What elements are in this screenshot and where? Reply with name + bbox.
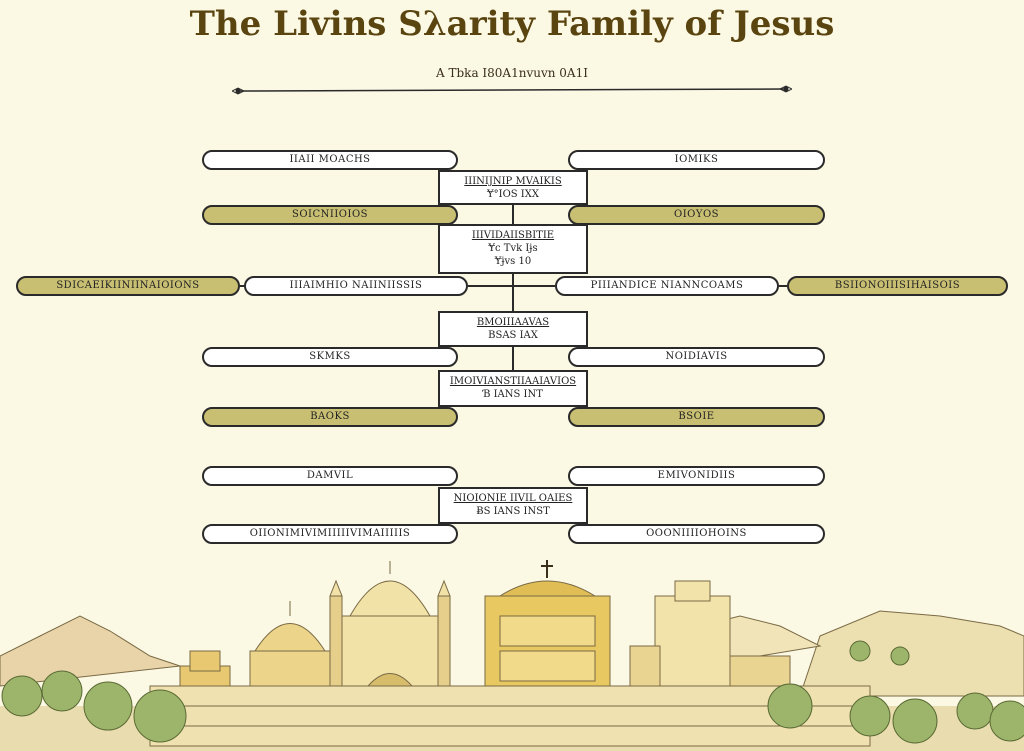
node-box-4-detail: Ɓ IANS INT — [483, 389, 543, 400]
member-r5-left[interactable]: BAOKS — [202, 407, 458, 427]
member-r2-right[interactable]: OIOYOS — [568, 205, 825, 225]
decorative-rule — [232, 85, 792, 95]
node-box-3-name: BMOIIIAAVAS — [476, 317, 550, 328]
member-r4-left[interactable]: SKMKS — [202, 347, 458, 367]
node-box-1[interactable]: IIINIJNIP MVAIKIS Ɏ°IOS IXX — [438, 170, 588, 205]
node-box-5-detail: ɃS IANS INST — [476, 506, 550, 517]
node-box-5[interactable]: NIOIONIE IIVIL OAIES ɃS IANS INST — [438, 487, 588, 524]
node-box-2[interactable]: IIIVIDAIISBITIE Ɏc Tvk Iɉs Ɏɉvs 10 — [438, 224, 588, 274]
node-box-4-name: IMOIVIANSTIIAAIAVIOS — [449, 376, 577, 387]
node-box-1-detail: Ɏ°IOS IXX — [487, 189, 539, 200]
node-box-2-date: Ɏɉvs 10 — [494, 256, 532, 267]
page-title: The Livins Sλarity Family of Jesus — [189, 4, 835, 44]
member-r6-right[interactable]: EMIVONIDIIS — [568, 466, 825, 486]
jerusalem-skyline-illustration — [0, 560, 1024, 751]
member-r7-right[interactable]: OOONIIIIOHOINS — [568, 524, 825, 544]
member-r4-right[interactable]: NOIDIAVIS — [568, 347, 825, 367]
member-r1-left[interactable]: IIAII MOACHS — [202, 150, 458, 170]
member-r1-right[interactable]: IOMIKS — [568, 150, 825, 170]
trees — [1, 640, 1024, 744]
member-r7-left[interactable]: OIIONIMIVIMIIIIIVIMAIIIIIS — [202, 524, 458, 544]
member-r5-right[interactable]: BSOIE — [568, 407, 825, 427]
tree-connectors — [240, 204, 787, 372]
page-subtitle: A Tbka I80A1nvuvn 0A1I — [436, 66, 588, 80]
node-box-3-detail: BSAS IAX — [488, 330, 538, 341]
member-r6-left[interactable]: DAMVIL — [202, 466, 458, 486]
node-box-5-name: NIOIONIE IIVIL OAIES — [453, 493, 573, 504]
node-box-2-detail: Ɏc Tvk Iɉs — [488, 243, 538, 254]
member-r3-far-left[interactable]: SDICAEIKIINIINAIOIONS — [16, 276, 240, 296]
member-r3-far-right[interactable]: BSIIONOIIISIHAISOIS — [787, 276, 1008, 296]
node-box-2-name: IIIVIDAIISBITIE — [471, 230, 555, 241]
member-r3-right[interactable]: PIIIANDICE NIANNCOAMS — [555, 276, 779, 296]
member-r3-left[interactable]: IIIAIMHIO NAIINIISSIS — [244, 276, 468, 296]
node-box-3[interactable]: BMOIIIAAVAS BSAS IAX — [438, 311, 588, 347]
node-box-1-name: IIINIJNIP MVAIKIS — [464, 176, 562, 187]
node-box-4[interactable]: IMOIVIANSTIIAAIAVIOS Ɓ IANS INT — [438, 370, 588, 407]
member-r2-left[interactable]: SOICNIIOIOS — [202, 205, 458, 225]
